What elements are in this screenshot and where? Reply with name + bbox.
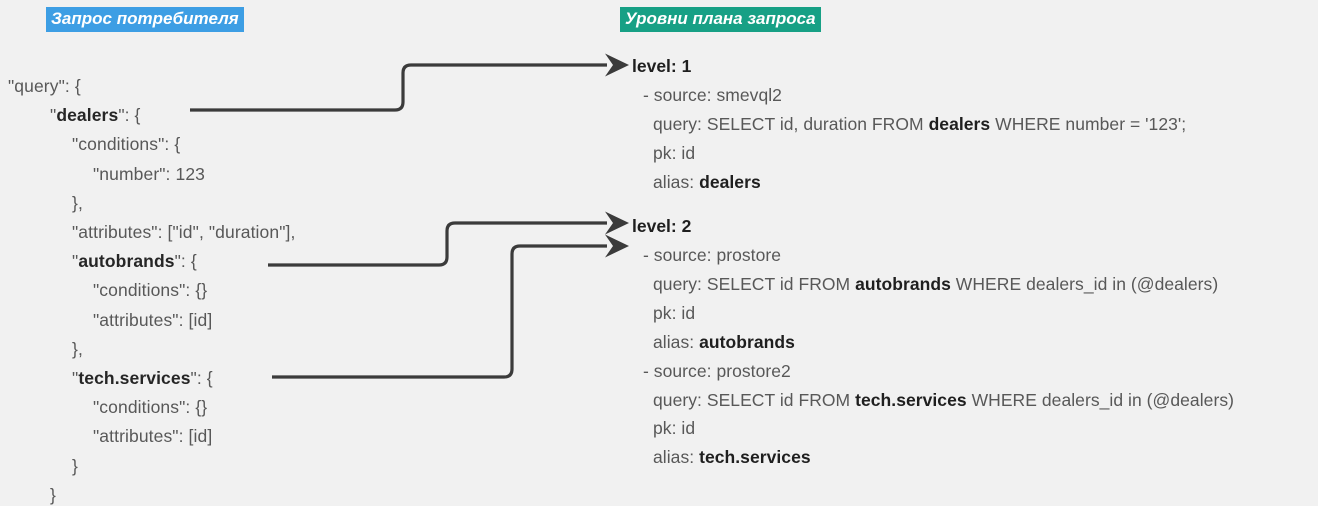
plan-alias-line: alias: dealers <box>653 171 761 192</box>
plan-pk-line: pk: id <box>653 142 696 163</box>
consumer-query-line: "conditions": {} <box>93 280 208 301</box>
consumer-query-line: } <box>72 455 78 476</box>
plan-source-line: - source: prostore <box>643 245 782 265</box>
consumer-query-line: }, <box>72 338 83 359</box>
consumer-query-line: "conditions": { <box>72 134 181 155</box>
plan-query-line: query: SELECT id FROM autobrands WHERE d… <box>653 273 1219 294</box>
consumer-query-line: } <box>50 484 56 505</box>
plan-query-line: query: SELECT id FROM tech.services WHER… <box>653 389 1234 410</box>
plan-level-label: level: 1 <box>632 56 692 76</box>
connector-tech-services-to-level-2 <box>272 234 629 379</box>
entity-name: dealers <box>56 105 119 126</box>
entity-name: tech.services <box>855 389 967 410</box>
consumer-query-line: "dealers": { <box>50 105 141 126</box>
plan-alias-line: alias: tech.services <box>653 447 811 468</box>
plan-source-line: - source: smevql2 <box>643 84 782 105</box>
consumer-query-line: }, <box>72 192 83 213</box>
consumer-query-line: "autobrands": { <box>72 251 197 272</box>
entity-name: dealers <box>928 113 991 134</box>
plan-query-line: query: SELECT id, duration FROM dealers … <box>653 113 1187 134</box>
consumer-query-line: "attributes": [id] <box>93 426 213 447</box>
consumer-query-heading: Запрос потребителя <box>46 7 244 32</box>
entity-name: tech.services <box>78 368 191 388</box>
consumer-query-line: "attributes": [id] <box>93 309 213 330</box>
query-plan-heading: Уровни плана запроса <box>620 7 821 32</box>
entity-name: autobrands <box>78 251 175 272</box>
consumer-query-line: "query": { <box>8 76 81 96</box>
plan-source-line: - source: prostore2 <box>643 360 791 381</box>
entity-name: tech.services <box>699 447 811 468</box>
consumer-query-line: "attributes": ["id", "duration"], <box>72 222 296 242</box>
consumer-query-line: "conditions": {} <box>93 397 208 418</box>
plan-level-label: level: 2 <box>632 216 692 237</box>
consumer-query-line: "number": 123 <box>93 163 205 184</box>
entity-name: dealers <box>699 171 761 192</box>
connector-dealers-to-level-1 <box>190 53 629 112</box>
connector-autobrands-to-level-2 <box>268 211 629 267</box>
plan-pk-line: pk: id <box>653 302 696 323</box>
plan-alias-line: alias: autobrands <box>653 331 795 352</box>
plan-pk-line: pk: id <box>653 418 696 439</box>
entity-name: autobrands <box>699 331 795 352</box>
entity-name: autobrands <box>855 273 951 294</box>
consumer-query-line: "tech.services": { <box>72 368 213 388</box>
